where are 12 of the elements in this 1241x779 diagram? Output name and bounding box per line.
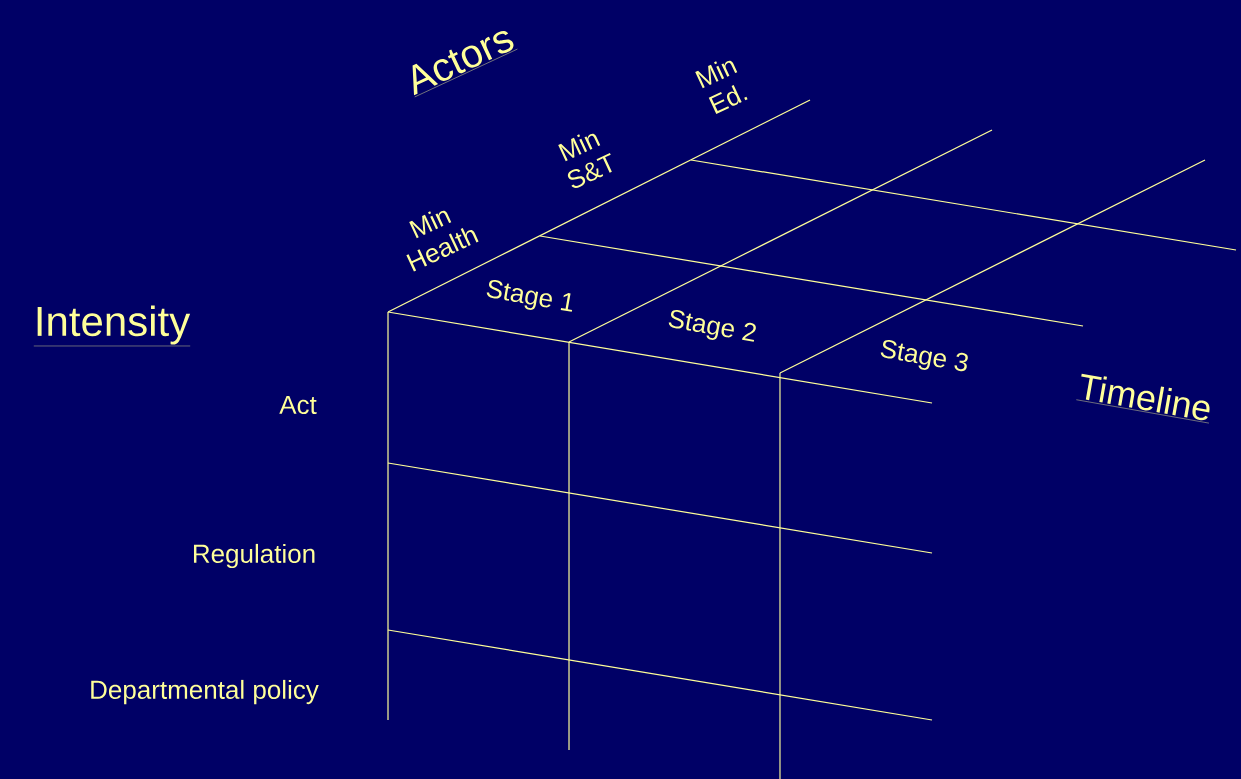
axis-title: Actors xyxy=(412,30,518,98)
column-label: Min S&T xyxy=(558,133,612,188)
row-label: Departmental policy xyxy=(91,679,319,705)
row-label: Act xyxy=(279,395,317,415)
axis-title: Timeline xyxy=(1076,373,1210,424)
stage-label: Stage 2 xyxy=(668,309,756,342)
column-label: Min Ed. xyxy=(695,60,748,114)
stage-label: Stage 3 xyxy=(880,339,968,372)
axis-title: Intensity xyxy=(33,305,191,347)
stage-label: Stage 1 xyxy=(486,279,573,312)
column-label: Min Health xyxy=(406,210,479,272)
row-label: Regulation xyxy=(194,543,315,569)
